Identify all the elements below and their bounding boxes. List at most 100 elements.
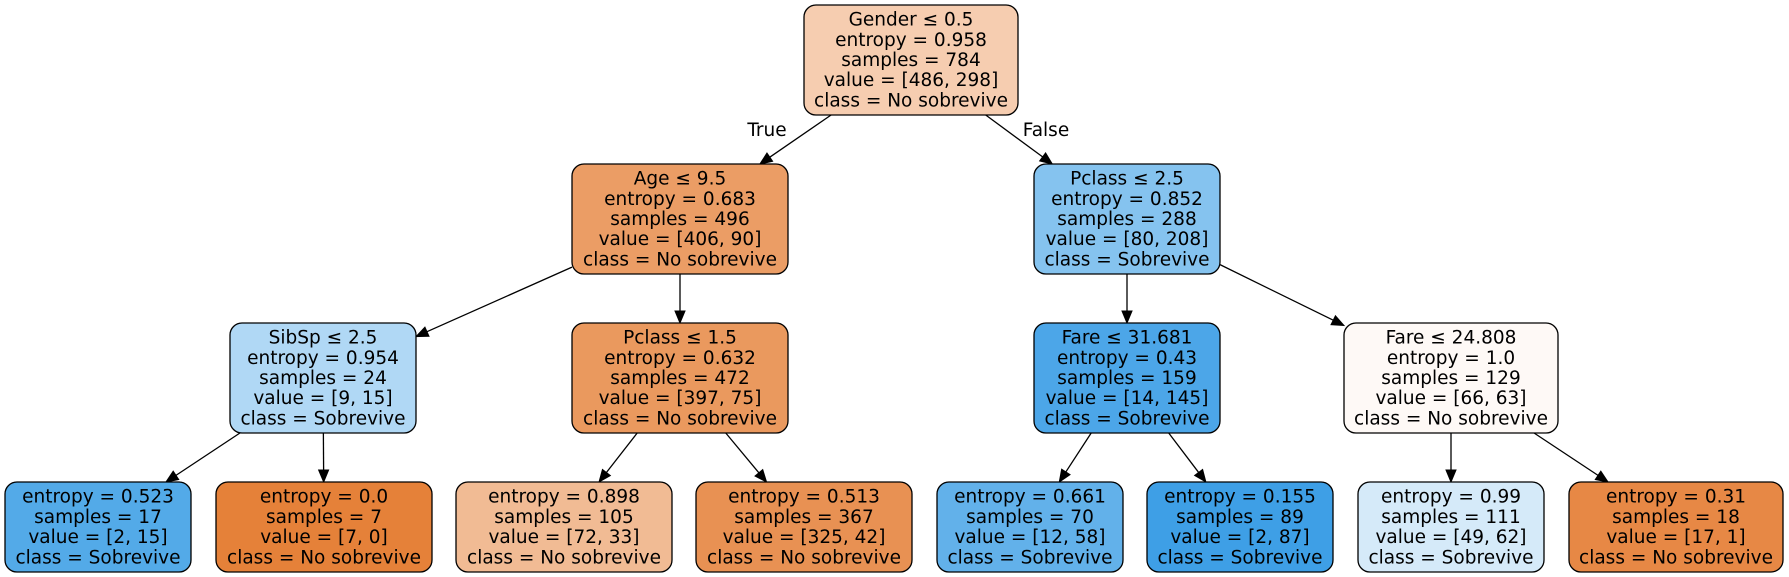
- node-text-line: class = No sobrevive: [227, 547, 421, 568]
- node-text-line: samples = 70: [966, 507, 1094, 528]
- node-text-line: entropy = 0.958: [835, 30, 987, 51]
- node-text-line: value = [12, 58]: [954, 527, 1105, 548]
- arrow-head: [414, 326, 430, 338]
- node-text-line: value = [2, 87]: [1170, 527, 1309, 548]
- node-text-line: entropy = 0.31: [1606, 487, 1746, 508]
- edge-line: [725, 432, 760, 474]
- arrow-head: [1445, 469, 1457, 484]
- edge-line: [1219, 264, 1334, 321]
- node-text-line: value = [7, 0]: [260, 527, 388, 548]
- node-text-line: samples = 18: [1612, 507, 1740, 528]
- node-box: [1568, 481, 1784, 573]
- node-text-line: class = No sobrevive: [1354, 408, 1548, 429]
- node-text-line: samples = 472: [610, 368, 749, 389]
- node-text-line: samples = 111: [1381, 507, 1520, 528]
- node-box: [695, 481, 913, 573]
- node-text-line: class = Sobrevive: [948, 547, 1113, 568]
- arrow-head: [1193, 468, 1207, 484]
- edge-fare-24-to-leaf-7: [1445, 433, 1457, 484]
- arrow-head: [164, 470, 180, 483]
- node-box: [455, 481, 673, 573]
- node-text-line: class = No sobrevive: [467, 547, 661, 568]
- edge-label-false: False: [1023, 120, 1069, 141]
- node-box: [571, 163, 789, 275]
- node-text-line: class = Sobrevive: [1045, 249, 1210, 270]
- node-text-line: entropy = 1.0: [1387, 348, 1515, 369]
- node-text-line: entropy = 0.155: [1164, 487, 1316, 508]
- node-box: [1033, 322, 1221, 434]
- node-text-line: value = [72, 33]: [488, 527, 639, 548]
- node-text-line: samples = 129: [1381, 368, 1520, 389]
- edge-pclass-right-to-fare-24: [1219, 264, 1346, 327]
- arrow-head: [754, 468, 768, 483]
- node-text-line: value = [14, 145]: [1046, 388, 1209, 409]
- edge-pclass-right-to-fare-31: [1121, 274, 1133, 325]
- edge-line: [605, 432, 638, 473]
- arrow-head: [674, 310, 686, 325]
- node-box: [1146, 481, 1334, 573]
- node-box: [1033, 163, 1221, 275]
- node-text-line: samples = 784: [841, 50, 980, 71]
- node-text-line: samples = 367: [734, 507, 873, 528]
- edge-root-to-age: [758, 114, 832, 165]
- node-text-line: value = [397, 75]: [599, 388, 762, 409]
- node-box: [803, 4, 1019, 116]
- node-text-line: Age ≤ 9.5: [634, 169, 726, 190]
- edge-line: [1533, 432, 1599, 476]
- node-text-line: value = [486, 298]: [824, 70, 999, 91]
- node-text-line: samples = 496: [610, 209, 749, 230]
- edge-sibsp-to-leaf-1: [164, 432, 241, 483]
- node-text-line: Pclass ≤ 1.5: [623, 328, 737, 349]
- node-text-line: entropy = 0.852: [1051, 189, 1203, 210]
- node-text-line: samples = 105: [494, 507, 633, 528]
- node-text-line: entropy = 0.683: [604, 189, 756, 210]
- node-text-line: value = [49, 62]: [1375, 527, 1526, 548]
- node-box: [4, 481, 192, 573]
- node-text-line: samples = 288: [1057, 209, 1196, 230]
- node-text-line: entropy = 0.523: [22, 487, 174, 508]
- node-box: [1357, 481, 1545, 573]
- node-text-line: value = [66, 63]: [1375, 388, 1526, 409]
- arrow-head: [1594, 470, 1610, 483]
- node-text-line: class = Sobrevive: [241, 408, 406, 429]
- node-text-line: value = [9, 15]: [253, 388, 392, 409]
- node-text-line: value = [2, 15]: [28, 527, 167, 548]
- edge-line: [1168, 432, 1200, 473]
- node-text-line: samples = 159: [1057, 368, 1196, 389]
- node-text-line: SibSp ≤ 2.5: [269, 328, 378, 349]
- edge-line: [175, 432, 241, 476]
- node-box: [571, 322, 789, 434]
- arrow-head: [598, 468, 612, 484]
- node-text-line: value = [406, 90]: [599, 229, 762, 250]
- node-box: [229, 322, 417, 434]
- node-text-line: Gender ≤ 0.5: [849, 10, 974, 31]
- edge-root-to-pclass-right: [985, 114, 1054, 165]
- edge-line: [1065, 432, 1092, 473]
- arrow-head: [1058, 468, 1071, 484]
- edge-pclass-left-to-leaf-4: [725, 432, 768, 483]
- node-text-line: entropy = 0.99: [1381, 487, 1521, 508]
- node-text-line: samples = 17: [34, 507, 162, 528]
- node-box: [936, 481, 1124, 573]
- node-text-line: value = [17, 1]: [1606, 527, 1745, 548]
- node-text-line: Fare ≤ 24.808: [1386, 328, 1517, 349]
- node-box: [215, 481, 433, 573]
- node-text-line: Fare ≤ 31.681: [1062, 328, 1193, 349]
- node-text-line: Pclass ≤ 2.5: [1070, 169, 1184, 190]
- node-text-line: entropy = 0.632: [604, 348, 756, 369]
- edge-line: [985, 114, 1044, 158]
